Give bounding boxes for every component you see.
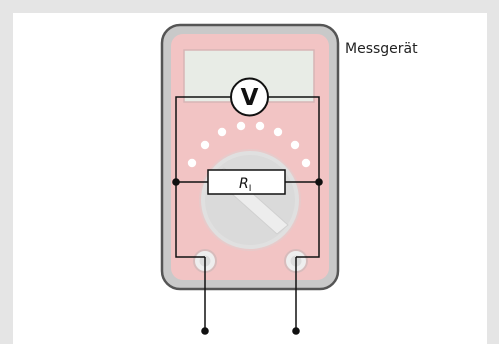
probe-tip-left [201,327,209,335]
dial-dot [200,140,210,150]
dial-dot [301,158,311,168]
probe-tip-right [292,327,300,335]
device-label: Messgerät [345,41,418,57]
dial-dot [187,158,197,168]
dial-dot [290,140,300,150]
circuit-wires [175,96,320,331]
resistor-symbol: RI [207,169,286,195]
junction-dots [172,178,323,335]
junction-dot [315,178,323,186]
junction-dot [172,178,180,186]
rotary-knob [199,149,301,251]
dial-dot [273,127,283,137]
dial-dots [187,121,311,168]
dial-dot [255,121,265,131]
dial-dot [217,127,227,137]
voltmeter-label: V [241,85,259,111]
dial-dot [236,121,246,131]
voltmeter-symbol: V [230,77,269,117]
resistor-label: RI [239,176,251,194]
